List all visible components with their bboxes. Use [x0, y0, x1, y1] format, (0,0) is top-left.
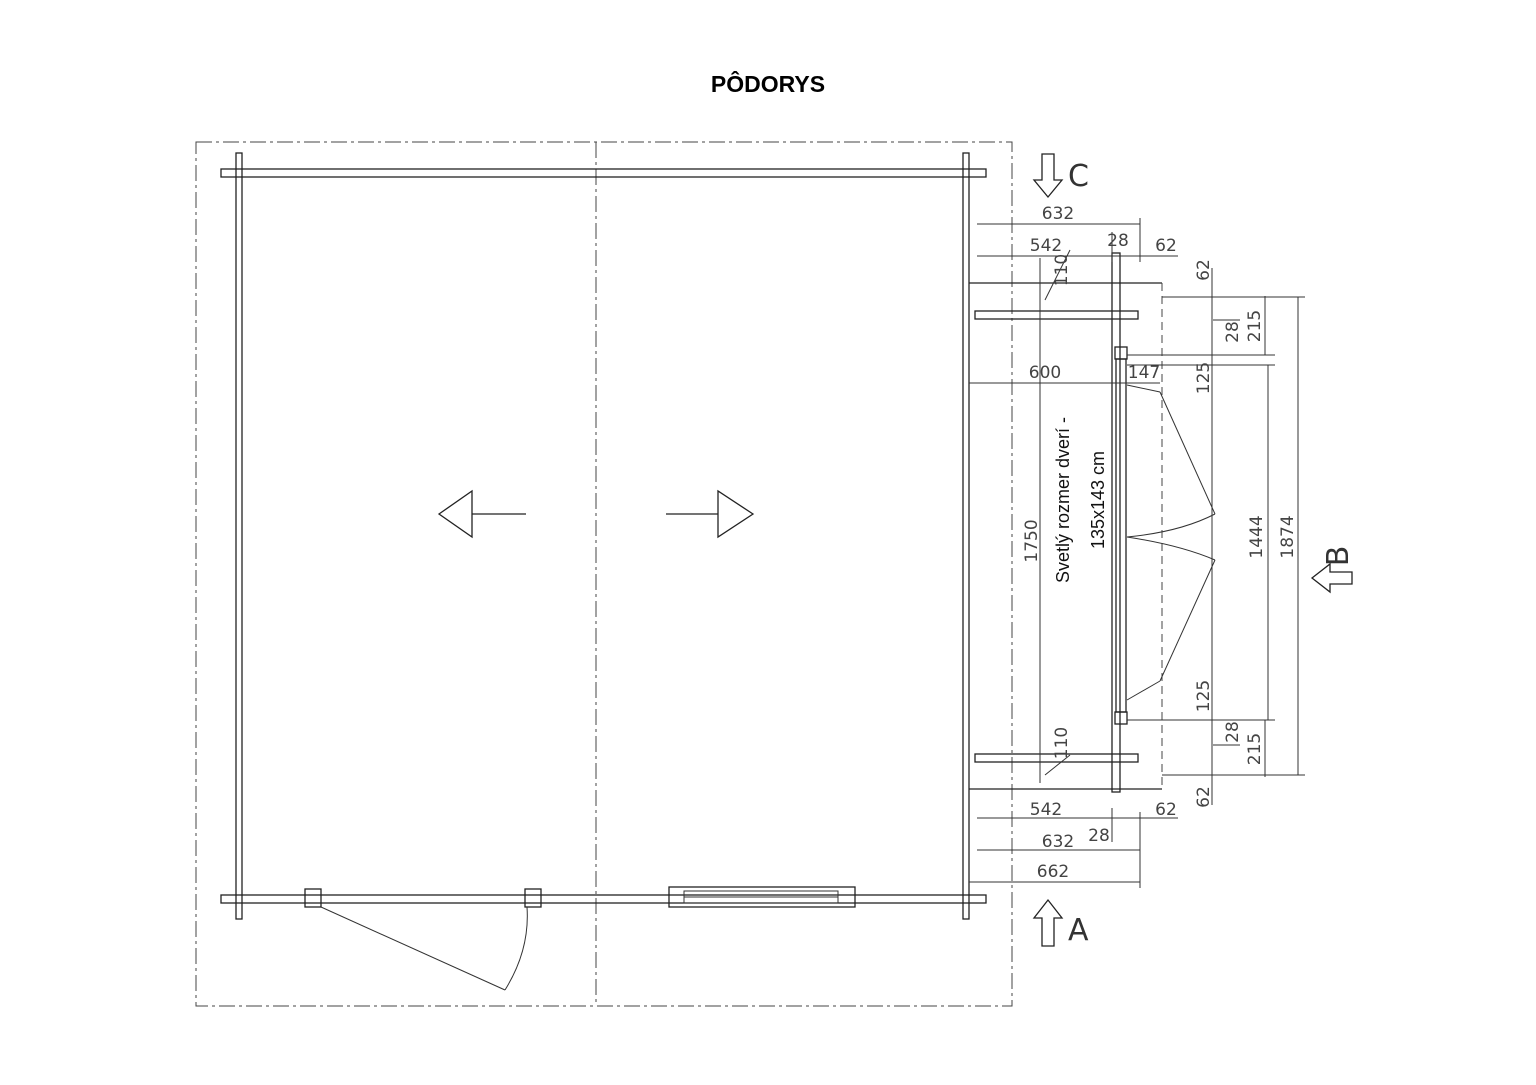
- view-marker-b: B: [1310, 546, 1356, 594]
- dim-125-top: 125: [1194, 362, 1214, 394]
- dim-1750: 1750: [1022, 519, 1042, 562]
- front-door: [304, 888, 542, 991]
- dim-1444: 1444: [1247, 515, 1267, 558]
- view-marker-c: C: [1032, 153, 1089, 199]
- slope-arrow-left: [437, 489, 526, 539]
- dim-62-top-h: 62: [1155, 236, 1177, 256]
- roof-outline: [195, 141, 1013, 1007]
- dim-28-bottom-v: 28: [1223, 721, 1243, 743]
- dimension-lines: [969, 218, 1305, 888]
- dim-125-bottom: 125: [1194, 680, 1214, 712]
- dim-542-bottom: 542: [1030, 800, 1062, 820]
- dim-62-bottom-v: 62: [1194, 786, 1214, 808]
- page-title: PÔDORYS: [711, 70, 825, 97]
- view-marker-a: A: [1032, 898, 1089, 948]
- dim-1874: 1874: [1278, 515, 1298, 558]
- dim-600: 600: [1029, 363, 1061, 383]
- dim-62-top-v: 62: [1194, 259, 1214, 281]
- front-window: [668, 886, 856, 908]
- dim-110-top: 110: [1052, 254, 1072, 286]
- arrow-up-icon: [1032, 898, 1064, 947]
- door-note-line2: 135x143 cm: [1088, 451, 1108, 549]
- terrace-structure: [969, 252, 1163, 793]
- dim-662: 662: [1037, 862, 1069, 882]
- marker-a-label: A: [1068, 913, 1089, 948]
- slope-arrow-right: [666, 489, 755, 539]
- marker-b-label: B: [1321, 546, 1356, 567]
- walls: [220, 152, 987, 920]
- dim-215-bottom: 215: [1245, 733, 1265, 765]
- door-size-note: Svetlý rozmer dverí - 135x143 cm: [1053, 417, 1108, 583]
- dim-632-bottom: 632: [1042, 832, 1074, 852]
- dim-28-bottom: 28: [1088, 826, 1110, 846]
- dimension-labels: 632 542 28 62 600 147 542 62 632 28 662 …: [1022, 204, 1298, 882]
- arrow-down-icon: [1032, 153, 1064, 199]
- dim-542-top: 542: [1030, 236, 1062, 256]
- arrow-left-icon: [1310, 562, 1353, 594]
- side-double-door: [1126, 384, 1216, 701]
- dim-110-bottom: 110: [1052, 727, 1072, 759]
- dim-632-top: 632: [1042, 204, 1074, 224]
- dim-28-top-v: 28: [1223, 321, 1243, 343]
- door-note-line1: Svetlý rozmer dverí -: [1053, 417, 1073, 583]
- dim-215-top: 215: [1245, 310, 1265, 342]
- dim-147: 147: [1128, 363, 1160, 383]
- dim-28-top: 28: [1107, 231, 1129, 251]
- marker-c-label: C: [1068, 159, 1089, 194]
- dim-62-bottom-h: 62: [1155, 800, 1177, 820]
